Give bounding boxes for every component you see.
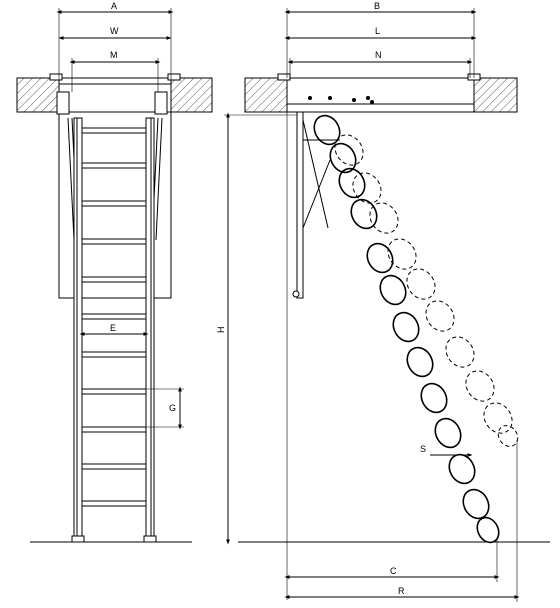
- hinge-left: [56, 91, 70, 115]
- dim-label-n: N: [375, 50, 382, 60]
- side-view: [224, 8, 550, 602]
- ceiling-left: [16, 77, 60, 113]
- ceiling-left-side: [244, 77, 288, 113]
- dim-label-l: L: [375, 26, 380, 36]
- dim-label-w: W: [110, 26, 119, 36]
- foot-left: [71, 535, 85, 543]
- front-view: [16, 8, 213, 543]
- dim-label-c: C: [390, 566, 397, 576]
- dim-label-m: M: [110, 50, 118, 60]
- ladder-stile-left: [73, 117, 83, 539]
- dim-label-r: R: [398, 586, 405, 596]
- dim-label-h: H: [216, 327, 226, 334]
- dim-label-g: G: [169, 403, 176, 413]
- hinge-right: [154, 91, 168, 115]
- dim-label-b: B: [374, 1, 380, 11]
- ceiling-right-side: [473, 77, 518, 113]
- ladder-stile-right: [145, 117, 155, 539]
- foot-right: [143, 535, 157, 543]
- ceiling-right: [170, 77, 213, 113]
- scissor-ladder: [313, 114, 500, 544]
- hatch-box: [58, 83, 172, 299]
- dim-label-e: E: [110, 323, 116, 333]
- hatch-frame-side: [286, 77, 475, 113]
- scissor-ladder-alt: [334, 134, 519, 447]
- ladder-steps: [81, 127, 147, 507]
- dim-label-s: S: [420, 444, 426, 454]
- hatch-lid: [296, 111, 304, 299]
- dim-label-a: A: [111, 1, 117, 11]
